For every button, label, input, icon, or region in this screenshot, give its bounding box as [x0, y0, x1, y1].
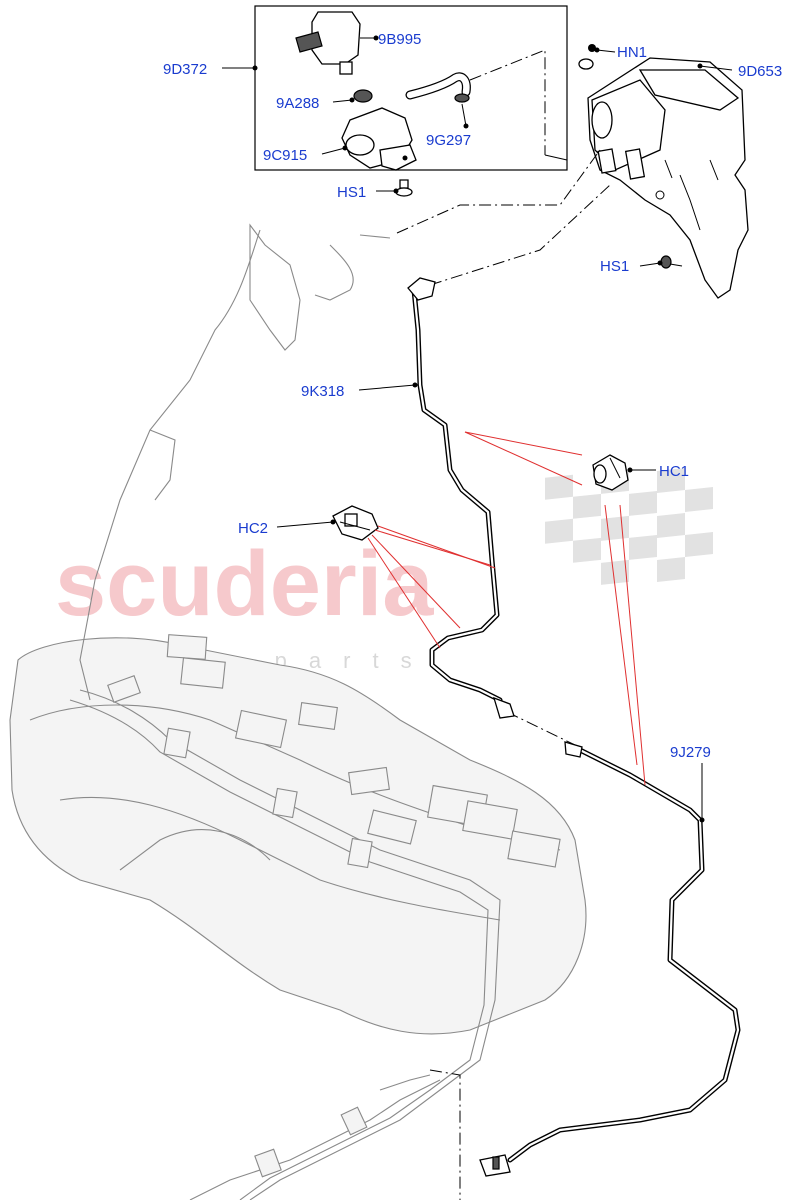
dash-link-bottom — [429, 1069, 461, 1200]
watermark-checker-flag — [545, 468, 713, 585]
watermark: scuderia car parts — [55, 468, 713, 673]
label-9B995: 9B995 — [378, 31, 421, 48]
valve-9C915-drawing — [341, 107, 417, 171]
part-labels: 9D372 9B995 9A288 9C915 9G297 HS1 HN1 9D… — [163, 31, 782, 761]
fuel-tank-ghost — [9, 223, 587, 1200]
inset-frame — [254, 5, 568, 171]
reference-lines — [367, 431, 646, 786]
pipe-9K318-drawing — [407, 277, 515, 719]
leader-dots — [252, 35, 705, 823]
purge-valve-inset — [254, 5, 568, 171]
clip-HC1-drawing — [592, 454, 629, 491]
hose-9G297-drawing — [405, 72, 471, 103]
connector-9B995-drawing — [295, 11, 361, 75]
leader-lines — [222, 37, 733, 820]
dash-link-mid — [429, 184, 611, 286]
label-HC2: HC2 — [238, 520, 268, 537]
clip-HC2-drawing — [332, 505, 379, 541]
label-9D653: 9D653 — [738, 63, 782, 80]
label-9G297: 9G297 — [426, 132, 471, 149]
watermark-brand: scuderia — [55, 533, 434, 635]
screw-HS1-right-drawing — [660, 255, 683, 269]
label-HC1: HC1 — [659, 463, 689, 480]
nut-HN1-drawing — [578, 44, 596, 70]
oring-9A288-drawing — [353, 89, 373, 103]
label-9A288: 9A288 — [276, 95, 319, 112]
screw-HS1-top-drawing — [395, 179, 413, 197]
dash-link-lower — [506, 711, 576, 746]
dash-link-top — [396, 149, 601, 234]
label-HN1: HN1 — [617, 44, 647, 61]
label-HS1-top: HS1 — [337, 184, 366, 201]
label-9C915: 9C915 — [263, 147, 307, 164]
inset-dash-line — [469, 49, 546, 155]
label-HS1-right: HS1 — [600, 258, 629, 275]
label-9D372: 9D372 — [163, 61, 207, 78]
label-9J279: 9J279 — [670, 744, 711, 761]
label-9K318: 9K318 — [301, 383, 344, 400]
pipe-9J279-drawing — [479, 741, 741, 1177]
canister-9D653-drawing — [587, 57, 749, 299]
